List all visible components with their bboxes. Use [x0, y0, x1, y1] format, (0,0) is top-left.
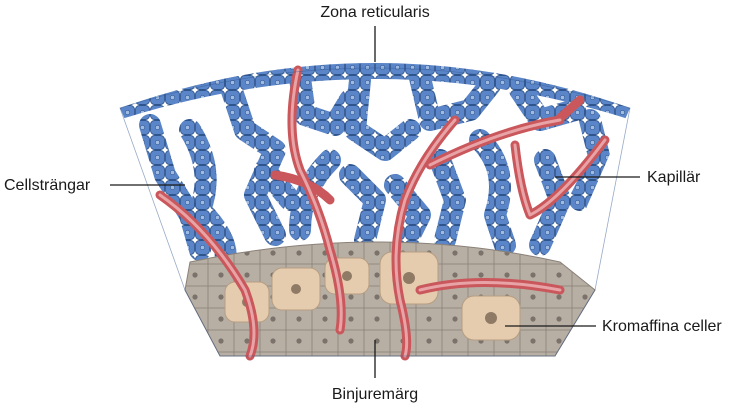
capillaries [155, 65, 610, 361]
section-outline [119, 67, 631, 357]
zona-reticularis-region [120, 63, 630, 268]
label-kromaffina-celler: Kromaffina celler [602, 318, 722, 335]
label-zona-reticularis: Zona reticularis [320, 4, 429, 21]
label-kapillar: Kapillär [647, 169, 701, 186]
label-binjuremarg: Binjuremärg [332, 386, 418, 403]
cell-cords [120, 63, 630, 268]
label-cellstrangar: Cellsträngar [4, 177, 91, 194]
